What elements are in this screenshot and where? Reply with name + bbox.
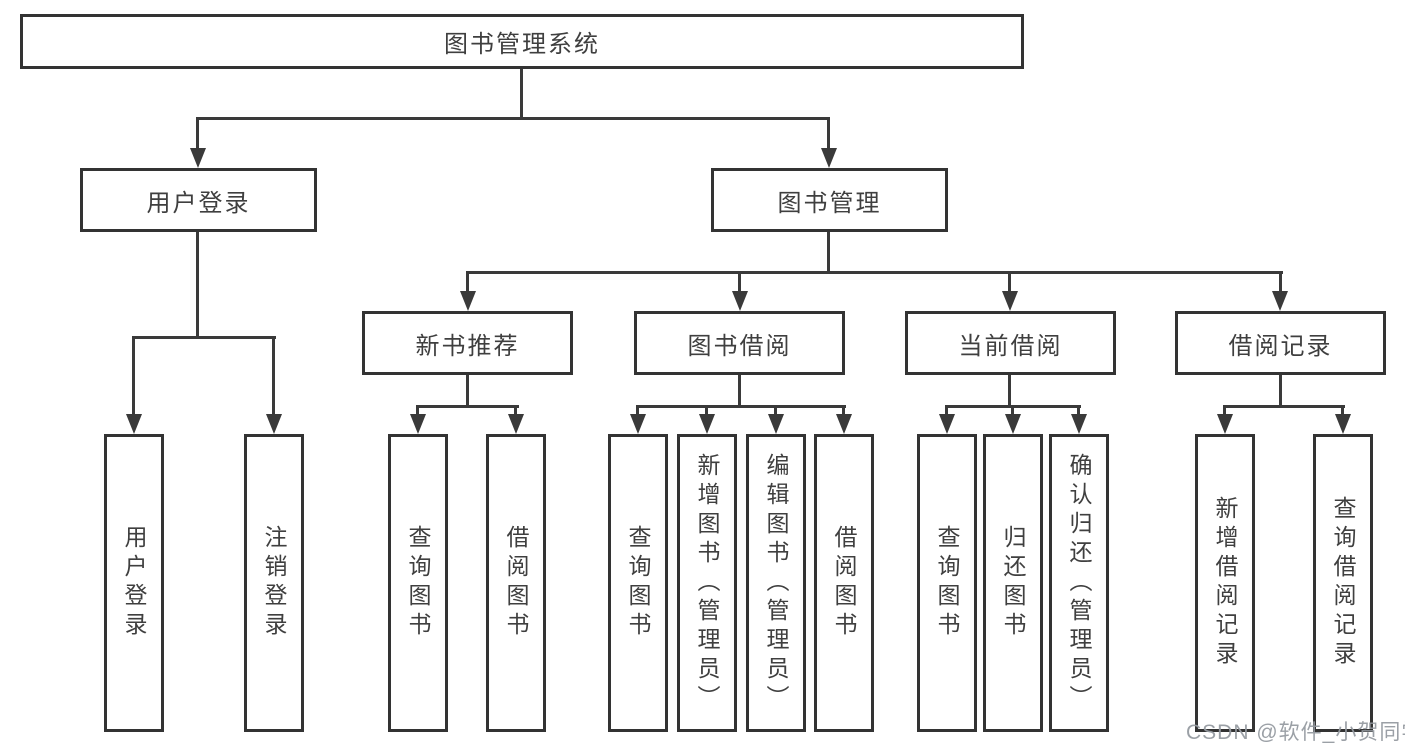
leaf-confirm-return-admin: 确认归还（管理员） — [1049, 434, 1109, 732]
leaf-query-borrow-record: 查询借阅记录 — [1313, 434, 1373, 732]
node-borrowing-records: 借阅记录 — [1175, 311, 1386, 375]
connector-stem-current-borrow — [1008, 271, 1011, 291]
connector-stem-book-mgmt — [827, 117, 830, 148]
connector-g1-crossbar — [416, 405, 519, 408]
node-book-management: 图书管理 — [711, 168, 948, 232]
leaf-query-books-recommend: 查询图书 — [388, 434, 448, 732]
arrowhead-g2-leaf-2 — [699, 414, 715, 434]
connector-root-trunk — [520, 69, 523, 120]
arrowhead-g3-leaf-2 — [1005, 414, 1021, 434]
arrowhead-g2-leaf-4 — [836, 414, 852, 434]
arrowhead-g1-leaf-1 — [410, 414, 426, 434]
connector-root-crossbar — [196, 117, 830, 120]
leaf-query-books-borrow: 查询图书 — [608, 434, 668, 732]
leaf-return-books: 归还图书 — [983, 434, 1043, 732]
connector-stem-leaf-login — [132, 336, 135, 414]
leaf-query-books-current: 查询图书 — [917, 434, 977, 732]
connector-stem-user-login — [196, 117, 199, 148]
leaf-query-books-recommend-label: 查询图书 — [405, 525, 431, 641]
connector-g1-stem-1 — [416, 405, 419, 415]
leaf-add-borrow-record: 新增借阅记录 — [1195, 434, 1255, 732]
arrowhead-g4-leaf-2 — [1335, 414, 1351, 434]
arrowhead-leaf-login — [126, 414, 142, 434]
leaf-add-books-admin: 新增图书（管理员） — [677, 434, 737, 732]
connector-stem-borrow-records — [1279, 271, 1282, 291]
connector-g1-trunk — [466, 375, 469, 408]
leaf-user-login: 用户登录 — [104, 434, 164, 732]
connector-stem-book-borrow — [738, 271, 741, 291]
node-new-book-recommend-label: 新书推荐 — [415, 332, 520, 360]
node-user-login-label: 用户登录 — [146, 189, 251, 217]
connector-g4-trunk — [1279, 375, 1282, 408]
leaf-logout-label: 注销登录 — [261, 525, 287, 641]
arrowhead-user-login — [190, 148, 206, 168]
arrowhead-g4-leaf-1 — [1217, 414, 1233, 434]
leaf-confirm-return-admin-label: 确认归还（管理员） — [1066, 452, 1092, 714]
leaf-user-login-label: 用户登录 — [121, 525, 147, 641]
connector-g4-stem-2 — [1341, 405, 1344, 415]
node-current-borrowing-label: 当前借阅 — [958, 332, 1063, 360]
leaf-edit-books-admin-label: 编辑图书（管理员） — [763, 452, 789, 714]
node-current-borrowing: 当前借阅 — [905, 311, 1116, 375]
leaf-borrow-books-recommend-label: 借阅图书 — [503, 525, 529, 641]
connector-g3-stem-1 — [945, 405, 948, 415]
arrowhead-book-borrow — [732, 291, 748, 311]
connector-g2-trunk — [738, 375, 741, 408]
connector-g2-stem-3 — [774, 405, 777, 415]
node-new-book-recommend: 新书推荐 — [362, 311, 573, 375]
connector-stem-new-books — [466, 271, 469, 291]
arrowhead-leaf-logout — [266, 414, 282, 434]
node-book-management-label: 图书管理 — [777, 189, 882, 217]
leaf-borrow-books-label: 借阅图书 — [831, 525, 857, 641]
connector-stem-leaf-logout — [272, 336, 275, 414]
leaf-query-books-current-label: 查询图书 — [934, 525, 960, 641]
leaf-query-borrow-record-label: 查询借阅记录 — [1330, 496, 1356, 670]
leaf-add-borrow-record-label: 新增借阅记录 — [1212, 496, 1238, 670]
arrowhead-current-borrow — [1002, 291, 1018, 311]
connector-g2-stem-2 — [705, 405, 708, 415]
node-book-borrowing: 图书借阅 — [634, 311, 845, 375]
leaf-borrow-books: 借阅图书 — [814, 434, 874, 732]
arrowhead-g3-leaf-3 — [1071, 414, 1087, 434]
node-user-login: 用户登录 — [80, 168, 317, 232]
connector-g2-crossbar — [636, 405, 846, 408]
connector-g4-crossbar — [1223, 405, 1345, 408]
watermark: CSDN @软件_小贺同学 — [1186, 721, 1405, 744]
arrowhead-new-books — [460, 291, 476, 311]
leaf-edit-books-admin: 编辑图书（管理员） — [746, 434, 806, 732]
connector-book-mgmt-trunk — [827, 232, 830, 274]
connector-g2-stem-4 — [842, 405, 845, 415]
leaf-add-books-admin-label: 新增图书（管理员） — [694, 452, 720, 714]
node-root-label: 图书管理系统 — [444, 31, 600, 58]
arrowhead-g2-leaf-1 — [630, 414, 646, 434]
leaf-return-books-label: 归还图书 — [1000, 525, 1026, 641]
node-book-borrowing-label: 图书借阅 — [687, 332, 792, 360]
node-borrowing-records-label: 借阅记录 — [1228, 332, 1333, 360]
connector-user-login-crossbar — [132, 336, 276, 339]
arrowhead-g1-leaf-2 — [508, 414, 524, 434]
connector-g1-stem-2 — [514, 405, 517, 415]
arrowhead-g2-leaf-3 — [768, 414, 784, 434]
node-root: 图书管理系统 — [20, 14, 1024, 69]
leaf-query-books-borrow-label: 查询图书 — [625, 525, 651, 641]
connector-g3-stem-2 — [1011, 405, 1014, 415]
leaf-logout: 注销登录 — [244, 434, 304, 732]
connector-g3-stem-3 — [1077, 405, 1080, 415]
connector-g2-stem-1 — [636, 405, 639, 415]
connector-g4-stem-1 — [1223, 405, 1226, 415]
connector-g3-trunk — [1008, 375, 1011, 408]
arrowhead-book-mgmt — [821, 148, 837, 168]
connector-book-mgmt-crossbar — [466, 271, 1283, 274]
leaf-borrow-books-recommend: 借阅图书 — [486, 434, 546, 732]
arrowhead-g3-leaf-1 — [939, 414, 955, 434]
connector-user-login-trunk — [196, 232, 199, 336]
arrowhead-borrow-records — [1272, 291, 1288, 311]
